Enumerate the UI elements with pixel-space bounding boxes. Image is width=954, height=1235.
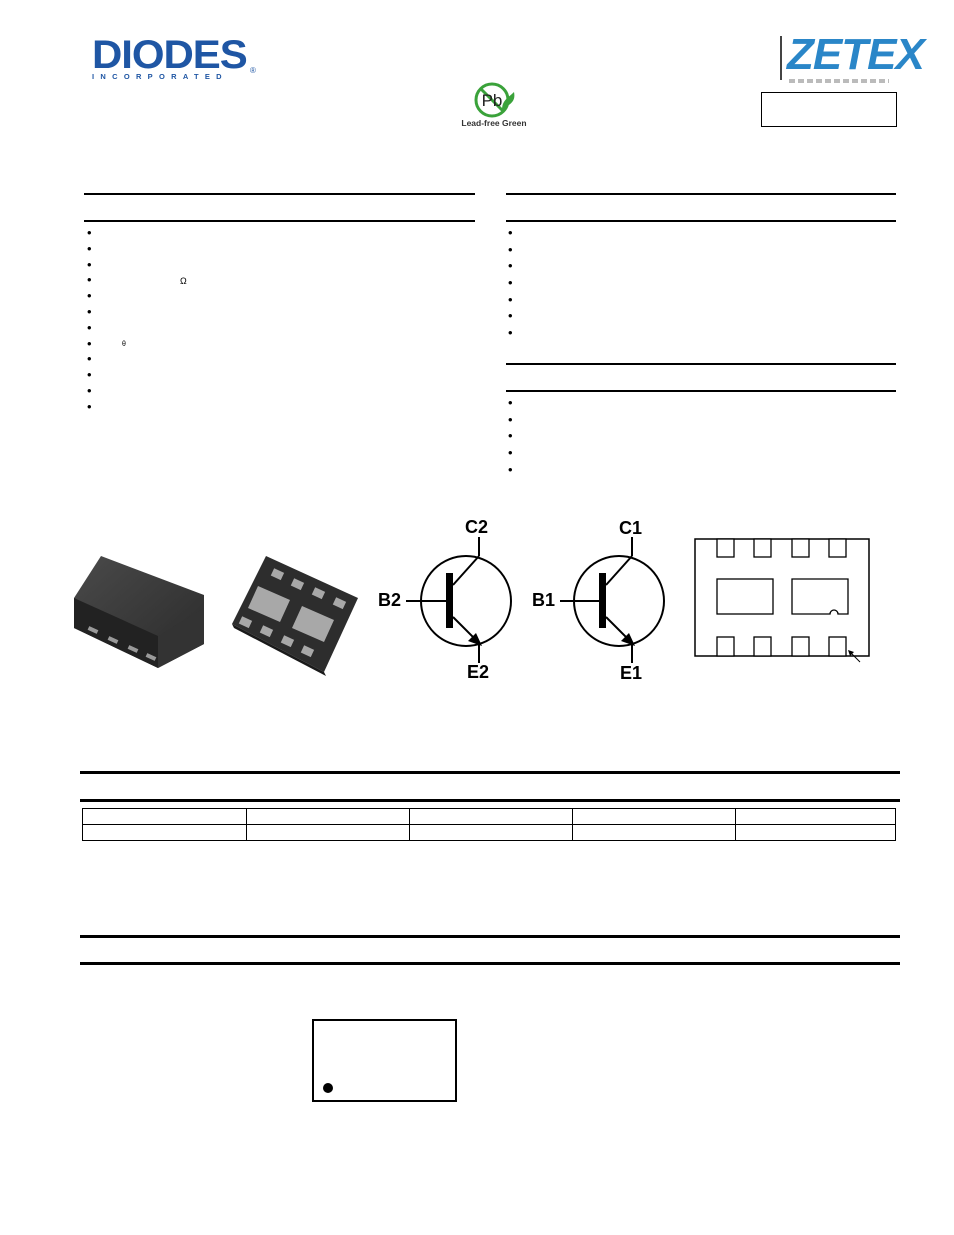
list-item <box>87 288 467 307</box>
list-item <box>87 399 467 418</box>
marking-rule-bottom <box>80 962 900 965</box>
list-item <box>87 241 467 260</box>
list-item <box>508 225 888 245</box>
list-item <box>87 304 467 323</box>
list-item <box>508 445 888 465</box>
package-pinout-outline <box>694 538 870 663</box>
diodes-logo: DIODES INCORPORATED ® <box>92 35 256 81</box>
mechanical-rule-top <box>506 193 896 195</box>
features-rule-top <box>84 193 475 195</box>
diodes-logo-subtext: INCORPORATED <box>92 72 228 81</box>
lead-free-caption: Lead-free Green <box>461 118 527 128</box>
pin1-indicator-dot <box>323 1083 333 1093</box>
table-row <box>83 825 895 840</box>
features-list: Ω θ <box>87 225 467 418</box>
list-item <box>508 258 888 278</box>
part-number-box <box>761 92 897 127</box>
lead-free-symbol: Pb <box>482 91 503 110</box>
mechanical-rule-bottom <box>506 220 896 222</box>
zetex-logo-tagline <box>789 79 889 83</box>
list-item <box>508 412 888 432</box>
mechanical-list <box>508 225 888 345</box>
list-item <box>87 320 467 339</box>
pin-label-b2: B2 <box>378 590 402 610</box>
list-item <box>508 242 888 262</box>
ordering-rule-top <box>80 771 900 774</box>
list-item <box>87 351 467 370</box>
pin-label-c1: C1 <box>619 518 643 538</box>
applications-rule-bottom <box>506 390 896 392</box>
ordering-table <box>82 808 896 841</box>
features-rule-bottom <box>84 220 475 222</box>
applications-list <box>508 395 888 482</box>
ohm-symbol: Ω <box>180 276 187 287</box>
package-top-view-photo <box>74 556 204 668</box>
list-item <box>87 257 467 276</box>
list-item <box>508 462 888 482</box>
list-item: Ω <box>87 272 467 291</box>
table-header-row <box>83 809 895 824</box>
marking-rule-top <box>80 935 900 938</box>
applications-rule-top <box>506 363 896 365</box>
marking-diagram <box>312 1019 457 1102</box>
diodes-logo-text: DIODES <box>92 33 248 77</box>
list-item <box>508 428 888 448</box>
list-item <box>508 395 888 415</box>
list-item <box>508 292 888 312</box>
zetex-logo-divider <box>780 36 782 80</box>
list-item: θ <box>87 336 467 355</box>
list-item <box>508 325 888 345</box>
pin-label-b1: B1 <box>532 590 556 610</box>
theta-symbol: θ <box>122 340 126 348</box>
pin-label-e2: E2 <box>467 662 490 682</box>
package-bottom-view-photo <box>232 556 358 676</box>
list-item <box>87 367 467 386</box>
list-item <box>87 225 467 244</box>
registered-mark: ® <box>250 66 256 75</box>
lead-free-green-badge: Pb Lead-free Green <box>458 80 530 130</box>
zetex-logo: ZETEX <box>787 30 925 79</box>
list-item <box>508 275 888 295</box>
transistor-q2-symbol <box>406 537 512 663</box>
pin-label-e1: E1 <box>620 663 643 683</box>
list-item <box>87 383 467 402</box>
transistor-q1-symbol <box>560 537 665 663</box>
lead-free-icon: Pb <box>474 82 515 118</box>
pin-label-c2: C2 <box>465 517 489 537</box>
list-item <box>508 308 888 328</box>
ordering-rule-bottom <box>80 799 900 802</box>
